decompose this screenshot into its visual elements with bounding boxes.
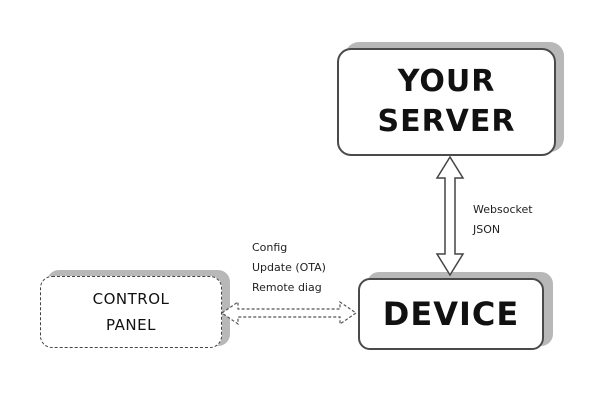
link-note-json: JSON (473, 223, 501, 236)
panel-device-link-notes: Config Update (OTA) Remote diag (252, 238, 326, 298)
device-label: DEVICE (382, 295, 520, 333)
server-label-line1: YOUR (397, 64, 496, 99)
control-panel-label-line2: PANEL (106, 316, 156, 334)
device-node: DEVICE (358, 278, 544, 350)
server-device-arrow (435, 155, 465, 277)
link-note-config: Config (252, 241, 288, 254)
server-device-link-notes: Websocket JSON (473, 200, 533, 240)
link-note-remote-diag: Remote diag (252, 281, 322, 294)
link-note-websocket: Websocket (473, 203, 533, 216)
control-panel-label-line1: CONTROL (92, 290, 170, 308)
control-panel-node: CONTROL PANEL (40, 276, 222, 348)
server-label-line2: SERVER (377, 104, 516, 139)
link-note-update-ota: Update (OTA) (252, 261, 326, 274)
panel-device-arrow (220, 300, 358, 326)
server-node: YOUR SERVER (337, 48, 556, 156)
